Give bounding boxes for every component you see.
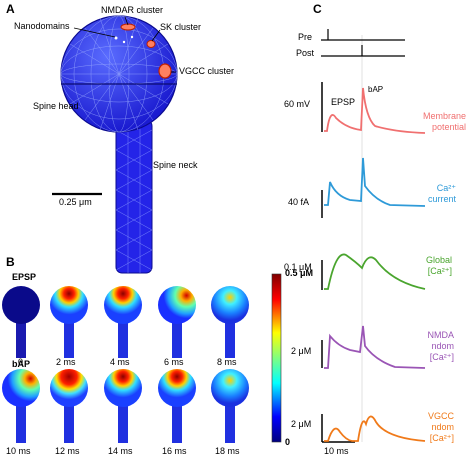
time-scale-label: 10 ms <box>324 446 349 456</box>
time-label: 6 ms <box>164 357 184 367</box>
time-label: 14 ms <box>108 446 133 456</box>
colorbar-min-label: 0 <box>285 437 291 447</box>
time-label: 16 ms <box>162 446 187 456</box>
heatmap-row-bap <box>2 369 249 443</box>
bap-label: bAP <box>368 85 384 94</box>
time-label: 12 ms <box>55 446 80 456</box>
scale-label: 40 fA <box>288 197 310 207</box>
panel-letter-a: A <box>6 2 15 16</box>
colorbar <box>271 273 282 443</box>
heatmap-row-epsp <box>2 286 249 358</box>
time-label: 8 ms <box>217 357 237 367</box>
trace-membrane-potential <box>324 87 426 134</box>
time-label: 18 ms <box>215 446 240 456</box>
trace-name-vgcc: VGCC ndom [Ca²⁺] <box>427 411 454 443</box>
trace-name-ca-current: Ca²⁺ current <box>427 183 456 204</box>
time-label: 4 ms <box>110 357 130 367</box>
label-nmdar-cluster: NMDAR cluster <box>101 5 164 15</box>
label-spine-neck: Spine neck <box>153 160 198 170</box>
label-spine-head: Spine head <box>33 101 79 111</box>
trace-scale-bars <box>321 82 355 443</box>
trace-vgcc-ndom <box>324 415 426 442</box>
scale-label: 0.1 μM <box>284 262 312 272</box>
time-label: 0 <box>18 357 24 367</box>
label-nanodomains: Nanodomains <box>14 21 70 31</box>
scale-label: 2 μM <box>291 419 312 429</box>
annotation-lines <box>73 16 176 73</box>
post-label: Post <box>296 48 315 58</box>
stimulus-timing <box>321 29 405 57</box>
time-label: 2 ms <box>56 357 76 367</box>
epsp-label: EPSP <box>331 97 356 107</box>
trace-name-nmda: NMDA ndom [Ca²⁺] <box>427 330 455 362</box>
scale-label-a: 0.25 μm <box>59 197 92 207</box>
trace-name-global: Global [Ca²⁺] <box>425 255 452 276</box>
row-label-epsp: EPSP <box>12 272 37 282</box>
spine-mesh <box>60 15 178 274</box>
label-sk-cluster: SK cluster <box>160 22 202 32</box>
label-vgcc-cluster: VGCC cluster <box>179 66 235 76</box>
trace-ca-current <box>324 157 426 207</box>
panel-letter-c: C <box>313 2 322 16</box>
colorbar-max-label: 0.5 μM <box>285 268 314 278</box>
panel-letter-b: B <box>6 255 15 269</box>
trace-global-ca <box>324 253 426 290</box>
trace-nmda-ndom <box>324 325 426 369</box>
pre-label: Pre <box>298 32 313 42</box>
trace-name-membrane: Membrane potential <box>422 111 466 132</box>
scale-label: 2 μM <box>291 346 312 356</box>
scale-label: 60 mV <box>284 99 311 109</box>
time-label: 10 ms <box>6 446 31 456</box>
row-label-bap: bAP <box>12 359 30 369</box>
